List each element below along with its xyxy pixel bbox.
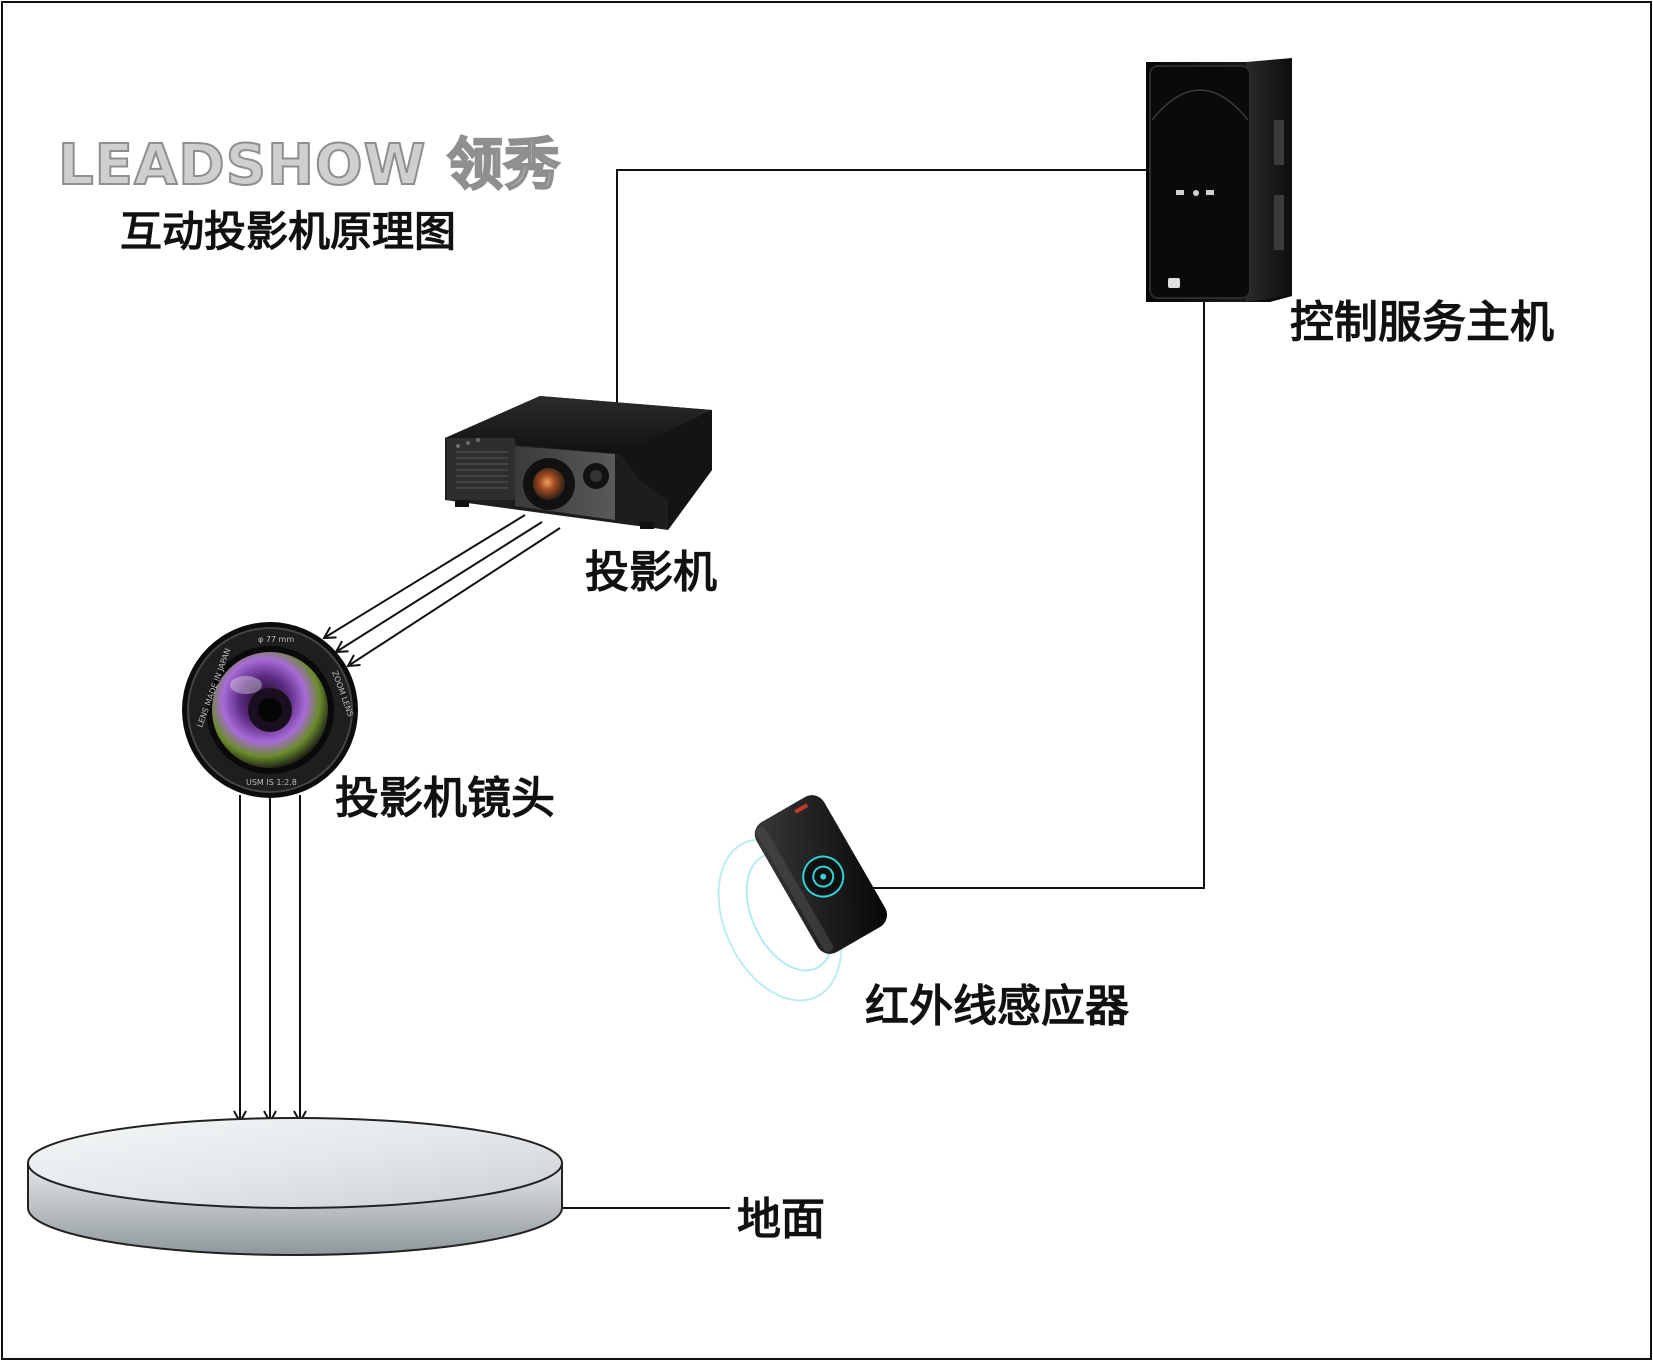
server-projector-cable (616, 169, 1146, 403)
server-sensor-cable (860, 300, 1205, 889)
projector-label: 投影机 (585, 547, 717, 598)
connection-lines (563, 169, 1205, 1209)
beam-arrow (324, 514, 526, 638)
beam-arrow (336, 521, 543, 652)
lens-beams (240, 795, 300, 1122)
floor-disc-icon (27, 1117, 563, 1256)
lens-ring-bottom: USM IS 1:2.8 (246, 778, 297, 787)
ground-label: 地面 (737, 1194, 825, 1245)
pc-tower-icon (1146, 58, 1292, 302)
lens-label: 投影机镜头 (335, 773, 555, 824)
infrared-sensor-icon (717, 795, 888, 1002)
diagram-title: 互动投影机原理图 (120, 207, 457, 256)
camera-lens-icon: φ 77 mm ZOOM LENS LENS MADE IN JAPAN USM… (182, 622, 358, 798)
projector-icon (445, 396, 712, 530)
projector-beams (324, 514, 561, 666)
beam-arrow (348, 527, 561, 666)
lens-ring-top: φ 77 mm (258, 635, 294, 644)
sensor-label: 红外线感应器 (865, 981, 1129, 1032)
server-label: 控制服务主机 (1290, 297, 1554, 348)
leadshow-logo: LEADSHOW 领秀 (57, 132, 561, 199)
